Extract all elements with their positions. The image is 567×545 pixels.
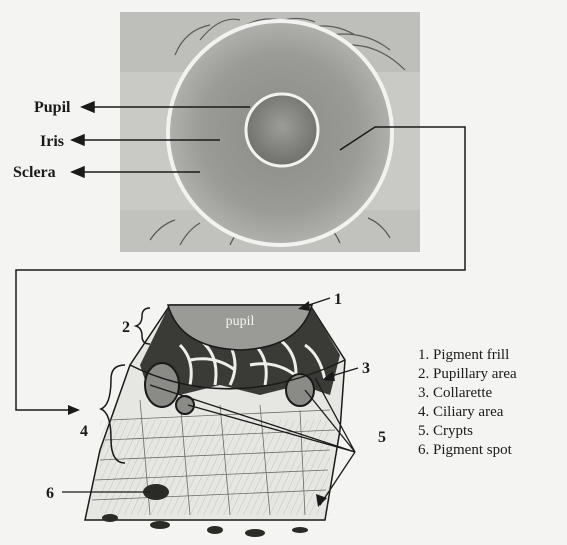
num-1: 1	[334, 291, 342, 308]
num-4: 4	[80, 423, 88, 440]
label-iris: Iris	[40, 133, 64, 150]
crypt-3	[286, 374, 314, 406]
label-sclera: Sclera	[13, 164, 56, 181]
iris-section: pupil	[85, 305, 345, 537]
legend-item-1: 1. Pigment frill	[418, 346, 517, 365]
pupil-cap-text: pupil	[226, 314, 255, 329]
eye-photo	[120, 12, 420, 252]
legend: 1. Pigment frill 2. Pupillary area 3. Co…	[418, 346, 517, 460]
legend-item-6: 6. Pigment spot	[418, 441, 517, 460]
legend-item-3: 3. Collarette	[418, 384, 517, 403]
legend-item-4: 4. Ciliary area	[418, 403, 517, 422]
num-2: 2	[122, 319, 130, 336]
num-6: 6	[46, 485, 54, 502]
num-3: 3	[362, 360, 370, 377]
num-5: 5	[378, 429, 386, 446]
legend-item-5: 5. Crypts	[418, 422, 517, 441]
label-pupil: Pupil	[34, 99, 71, 116]
legend-item-2: 2. Pupillary area	[418, 365, 517, 384]
